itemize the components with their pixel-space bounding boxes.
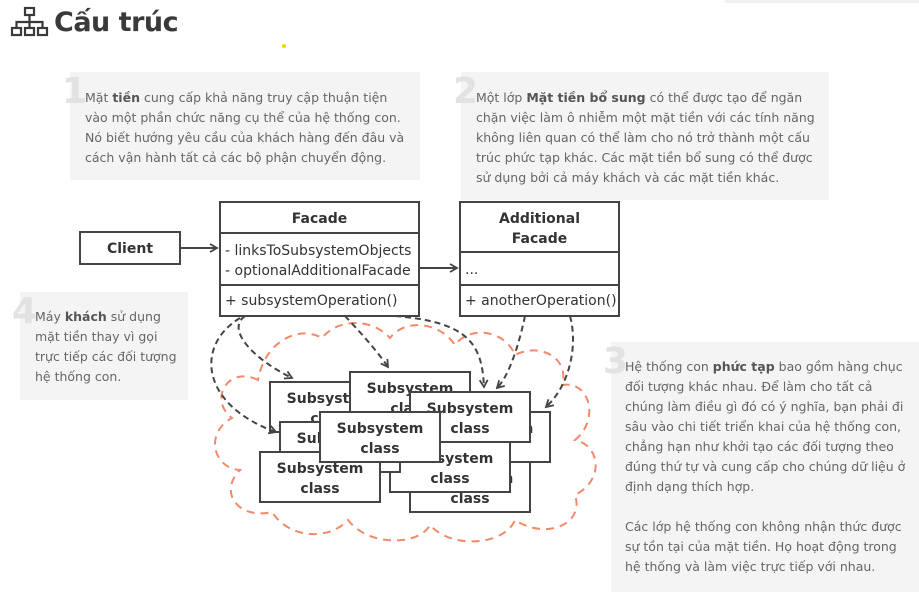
- facade-field: - linksToSubsystemObjects: [225, 243, 411, 259]
- note-number: 4: [12, 291, 38, 332]
- subsystem-label: class: [450, 491, 489, 507]
- client-label: Client: [107, 241, 153, 257]
- dependency-arrows: [210, 315, 574, 435]
- subsystem-box: Subsystem class: [319, 411, 441, 463]
- facade-field: - optionalAdditionalFacade: [225, 263, 411, 279]
- note-subsystem: 3 Hệ thống con phức tạp bao gồm hàng chụ…: [603, 342, 919, 592]
- subsystem-box: Subsystem class: [409, 391, 531, 443]
- facade-class: Facade - linksToSubsystemObjects - optio…: [219, 201, 420, 317]
- subsystem-cloud: [214, 322, 597, 543]
- note-facade: 1 Mặt tiền cung cấp khả năng truy cập th…: [62, 72, 420, 180]
- structure-icon: [10, 6, 49, 37]
- page-title: Cấu trúc: [10, 2, 179, 42]
- additional-facade-name: Additional: [499, 211, 580, 227]
- top-edge-bar: [725, 0, 919, 3]
- additional-facade-name: Facade: [512, 231, 567, 247]
- note-text: Mặt tiền cung cấp khả năng truy cập thuậ…: [85, 90, 405, 165]
- note-number: 3: [603, 341, 629, 382]
- subsystem-label: class: [450, 421, 489, 437]
- facade-name: Facade: [292, 211, 347, 227]
- additional-facade-method: + anotherOperation(): [465, 293, 617, 309]
- note-number: 1: [62, 71, 88, 112]
- note-text-2: Các lớp hệ thống con không nhận thức đượ…: [625, 519, 902, 574]
- note-text: Máy khách sử dụng mặt tiền thay vì gọi t…: [35, 309, 177, 384]
- subsystem-label: class: [430, 471, 469, 487]
- note-text: Hệ thống con phức tạp bao gồm hàng chục …: [625, 359, 906, 494]
- note-number: 2: [453, 71, 479, 112]
- subsystem-label: class: [360, 441, 399, 457]
- note-additional-facade: 2 Một lớp Mặt tiền bổ sung có thể được t…: [453, 72, 829, 200]
- note-text: Một lớp Mặt tiền bổ sung có thể được tạo…: [476, 90, 815, 185]
- client-box: Client: [79, 231, 181, 265]
- subsystem-label: Subsystem: [337, 421, 424, 437]
- subsystem-label: Subsystem: [277, 461, 364, 477]
- subsystem-label: Subsystem: [427, 401, 514, 417]
- cursor-dot: [282, 44, 286, 48]
- additional-facade-class: Additional Facade ... + anotherOperation…: [459, 201, 620, 317]
- facade-method: + subsystemOperation(): [225, 293, 397, 309]
- note-client: 4 Máy khách sử dụng mặt tiền thay vì gọi…: [12, 292, 188, 400]
- additional-facade-field: ...: [465, 262, 478, 278]
- subsystem-label: class: [300, 481, 339, 497]
- title-text: Cấu trúc: [54, 6, 179, 38]
